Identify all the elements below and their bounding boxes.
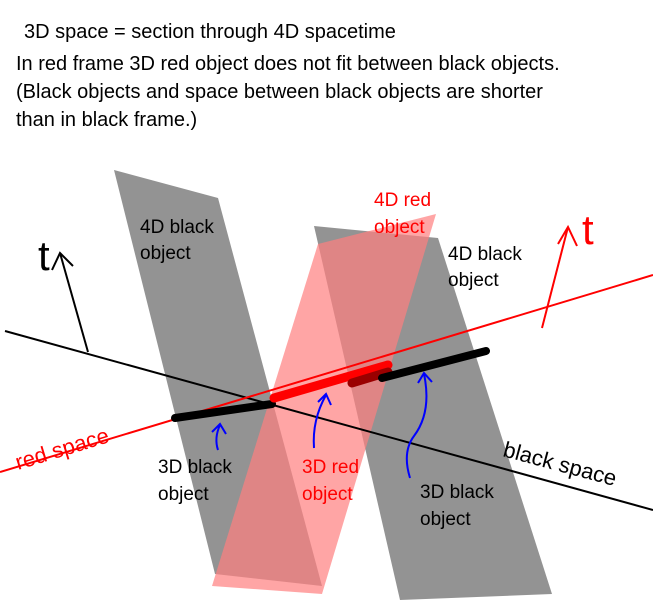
red-object-3d-overlap [347,367,393,388]
label-4d-black-right-line2: object [448,270,499,291]
red-time-arrowhead [557,224,578,247]
label-4d-red-line2: object [374,217,425,238]
label-black-space: black space [501,437,620,491]
label-3d-red-line1: 3D red [302,457,359,478]
label-3d-black-right-line2: object [420,509,471,530]
header-line-2: In red frame 3D red object does not fit … [16,53,560,75]
blue-pointer-left-head [211,422,227,435]
header-line-4: than in black frame.) [16,109,197,131]
label-3d-black-left-line2: object [158,484,209,505]
label-t-red: t [582,206,594,253]
label-t-black: t [38,232,50,279]
header-line-3: (Black objects and space between black o… [16,81,543,103]
header-line-1: 3D space = section through 4D spacetime [24,21,396,43]
label-red-space: red space [12,423,112,475]
red-object-4d [212,214,436,594]
label-3d-black-left-line1: 3D black [158,457,232,478]
black-time-arrowhead [51,251,74,271]
label-4d-black-right-line1: 4D black [448,244,522,265]
label-3d-red-line2: object [302,484,353,505]
red-space-line [0,274,653,473]
label-4d-black-left-line1: 4D black [140,217,214,238]
label-3d-black-right-line1: 3D black [420,482,494,503]
label-4d-black-left-line2: object [140,243,191,264]
blue-pointer-right [405,373,428,479]
black-space-line [4,330,653,511]
red-object-3d [269,360,393,403]
blue-pointer-middle [312,394,327,449]
black-object-3d-left [171,400,276,422]
blue-pointer-left [215,424,221,451]
black-time-axis [59,252,89,353]
red-time-axis [541,226,569,329]
blue-pointer-right-head [417,371,433,384]
label-4d-red-line1: 4D red [374,190,431,211]
black-object-3d-right [378,347,490,382]
blue-pointer-middle-head [317,392,332,406]
